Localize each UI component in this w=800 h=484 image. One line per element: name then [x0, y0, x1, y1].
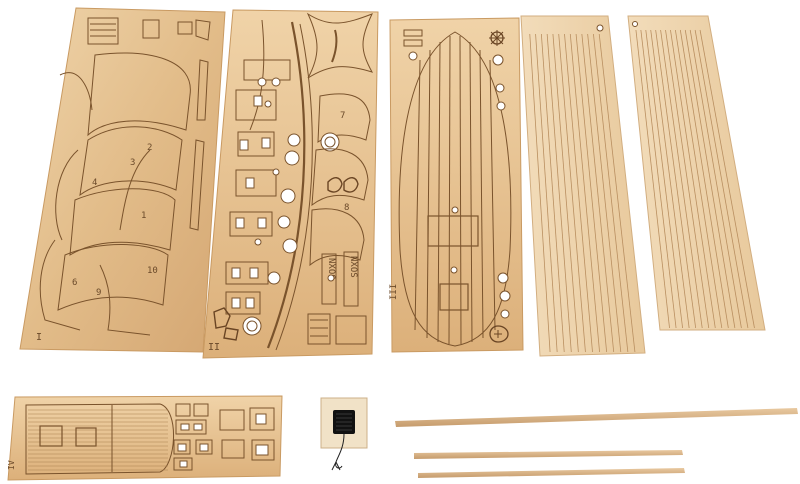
plank-strip	[650, 29, 690, 329]
bulkhead-sheet: 6 4 3 2 1 10 9 I	[19, 7, 226, 353]
sheet-mark-i: I	[36, 332, 42, 343]
plank-strip	[598, 33, 636, 353]
plank-strip-sheet-1	[520, 15, 646, 357]
plank-strip	[679, 29, 729, 329]
svg-text:2: 2	[147, 143, 152, 153]
plank-strip	[535, 33, 558, 353]
plank-strip	[660, 29, 703, 329]
plank-strip	[699, 29, 755, 329]
plank-strip	[670, 29, 716, 329]
plank-strip	[593, 33, 629, 353]
nameplate-left: NXOS	[326, 258, 336, 280]
svg-text:3: 3	[130, 158, 135, 168]
plank-strip	[558, 33, 586, 353]
plank-strip	[689, 29, 742, 329]
deck-parts-sheet: IV	[7, 395, 283, 481]
plank-strip	[540, 33, 565, 353]
svg-text:1: 1	[141, 211, 146, 221]
plank-strip	[675, 29, 723, 329]
plank-strips-1	[529, 33, 636, 353]
sheet-mark-ii: II	[208, 342, 220, 353]
deck-part-planking	[28, 409, 168, 471]
plank-strip	[635, 29, 670, 329]
anchor-icon	[489, 325, 509, 343]
plank-strip	[581, 33, 615, 353]
svg-text:8: 8	[344, 203, 349, 213]
ship-wheel-icon	[489, 30, 505, 46]
svg-text:7: 7	[340, 111, 345, 121]
wooden-dowels	[395, 408, 798, 478]
sheet-mark-iii: III	[389, 284, 399, 300]
plank-strip	[665, 29, 710, 329]
plank-strip	[655, 29, 697, 329]
plank-strip	[546, 33, 572, 353]
svg-text:6: 6	[72, 278, 77, 288]
svg-text:4: 4	[92, 178, 97, 188]
plank-strips-2	[635, 29, 755, 329]
plank-strip	[640, 29, 677, 329]
plank-strip	[564, 33, 593, 353]
plank-strip	[684, 29, 736, 329]
deck-planking	[414, 35, 496, 345]
deck-sheet: III	[389, 17, 524, 353]
plank-strip	[552, 33, 579, 353]
plank-strip	[694, 29, 749, 329]
plank-strip	[569, 33, 600, 353]
thread-spool-icon	[320, 397, 368, 471]
svg-text:10: 10	[147, 266, 158, 276]
plank-strip	[529, 33, 551, 353]
nameplate-right: NXOS	[348, 256, 358, 278]
plank-strip	[575, 33, 608, 353]
plank-strip	[587, 33, 622, 353]
plank-strip-sheet-2	[627, 15, 766, 331]
superstructure-sheet: 8 7 NXOS NXOS II	[202, 9, 379, 359]
svg-text:IV: IV	[7, 460, 16, 470]
svg-text:9: 9	[96, 288, 101, 298]
plank-strip	[645, 29, 683, 329]
